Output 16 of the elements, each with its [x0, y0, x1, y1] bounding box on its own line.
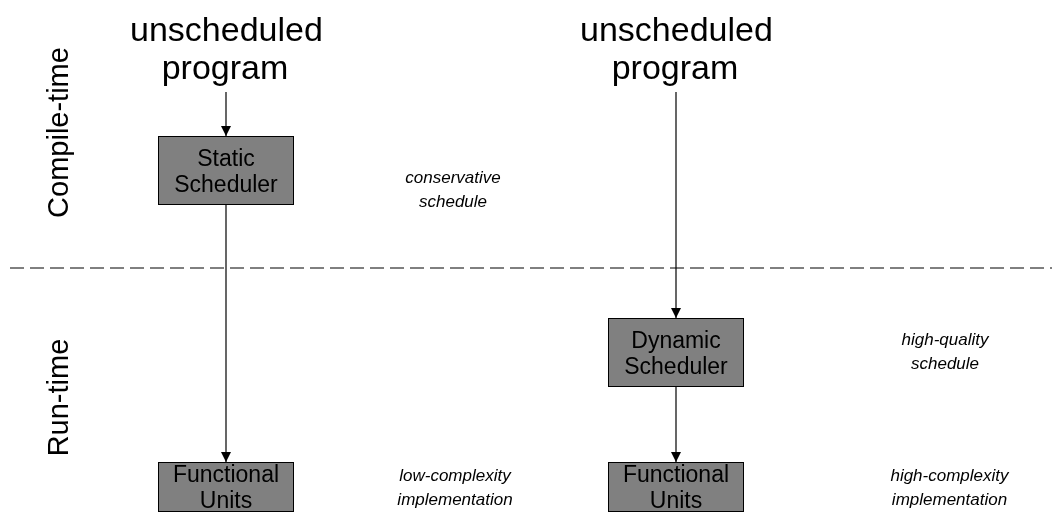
arrow [671, 91, 681, 319]
input-text: unscheduled program [580, 10, 770, 88]
arrow [671, 386, 681, 463]
process-box: Functional Units [608, 462, 744, 512]
annotation-text: high-complexity implementation [889, 465, 1010, 511]
annotation-text: high-quality schedule [900, 329, 990, 375]
process-box: Functional Units [158, 462, 294, 512]
input-text: unscheduled program [130, 10, 320, 88]
process-box: Static Scheduler [158, 136, 294, 205]
annotation-text: low-complexity implementation [396, 465, 514, 511]
phase-label: Run-time [41, 337, 75, 459]
phase-label: Compile-time [41, 46, 75, 220]
arrow [221, 204, 231, 463]
arrow [221, 91, 231, 137]
process-box: Dynamic Scheduler [608, 318, 744, 387]
annotation-text: conservative schedule [404, 167, 502, 213]
